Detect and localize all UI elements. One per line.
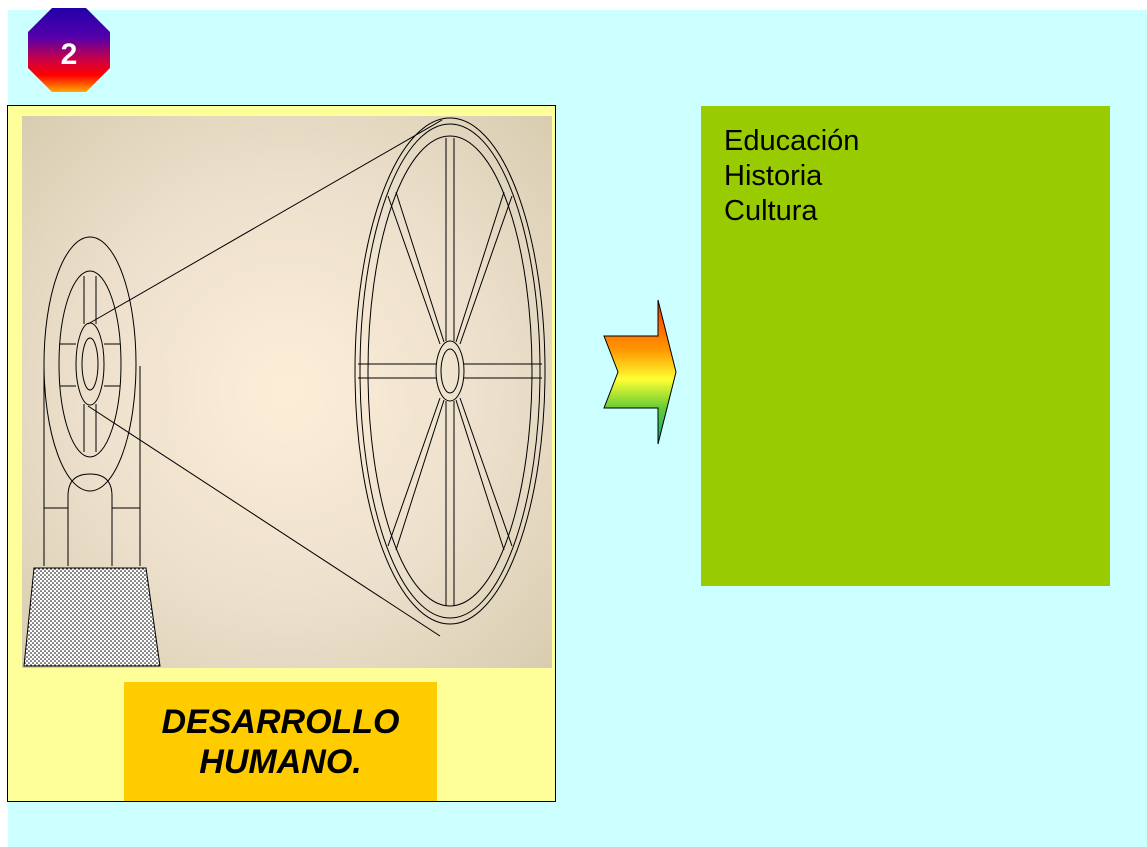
caption-line-1: DESARROLLO (161, 702, 400, 741)
topics-box: Educación Historia Cultura (701, 106, 1110, 586)
slide-number: 2 (60, 38, 78, 71)
wheel-and-pulley-icon (22, 116, 552, 668)
slide-number-badge: 2 (28, 8, 126, 106)
rainbow-arrow-icon (602, 298, 682, 451)
caption-box: DESARROLLO HUMANO. (124, 682, 437, 801)
list-item: Historia (724, 160, 823, 192)
list-item: Educación (724, 125, 860, 157)
list-item: Cultura (724, 195, 818, 227)
caption-line-2: HUMANO. (199, 742, 362, 781)
topics-list: Educación Historia Cultura (701, 106, 1110, 229)
